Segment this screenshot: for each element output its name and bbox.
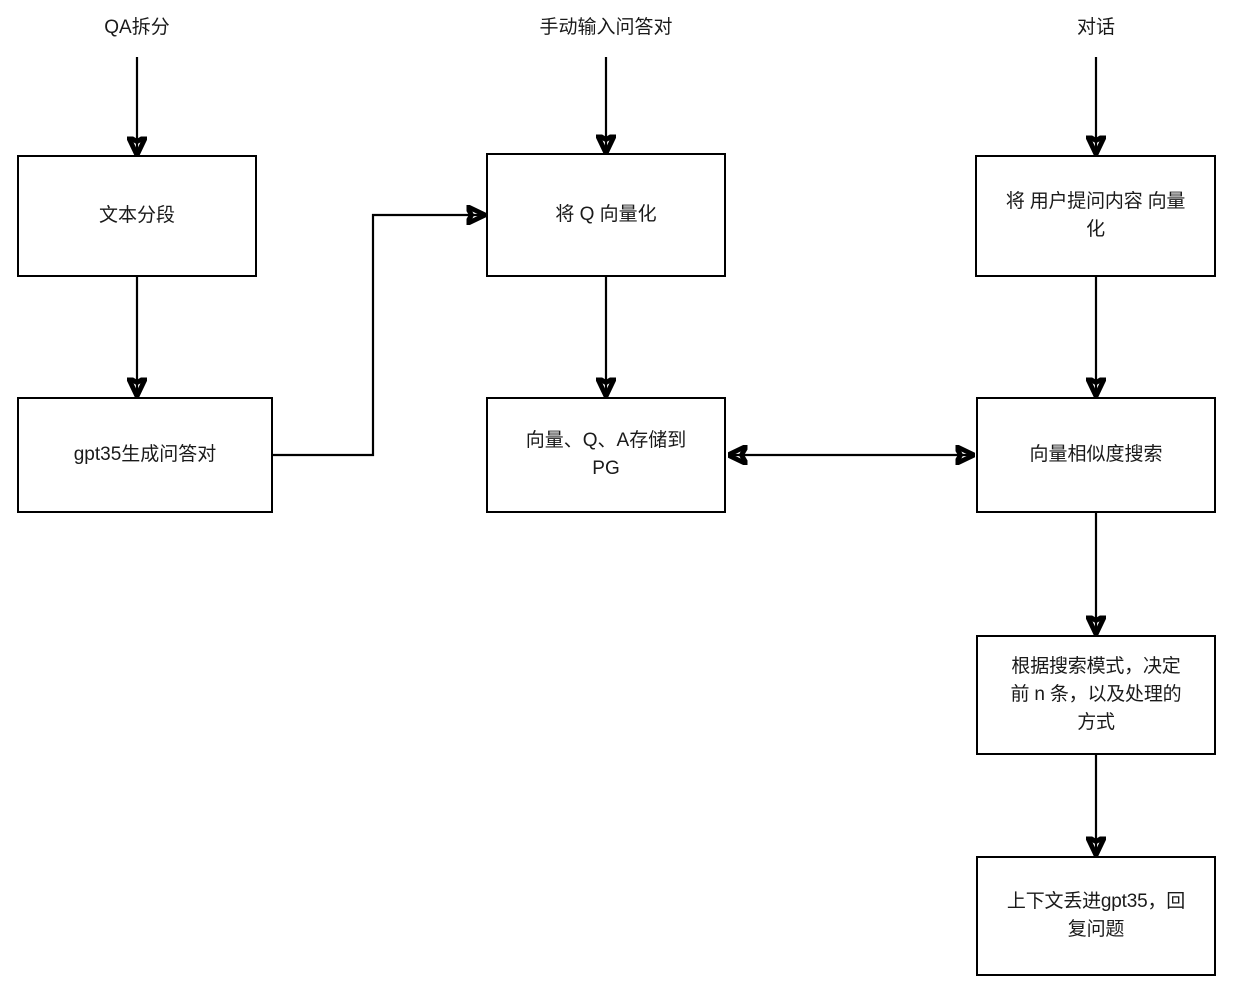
node-gpt35-generate[interactable]: gpt35生成问答对	[17, 397, 273, 513]
node-store-pg[interactable]: 向量、Q、A存储到 PG	[486, 397, 726, 513]
node-vectorize-user[interactable]: 将 用户提问内容 向量 化	[975, 155, 1216, 277]
node-vectorize-q[interactable]: 将 Q 向量化	[486, 153, 726, 277]
node-text-split[interactable]: 文本分段	[17, 155, 257, 277]
edge-gpt35-to-vectorize-q	[273, 215, 483, 457]
caption-dialogue: 对话	[1076, 17, 1116, 38]
node-search-mode[interactable]: 根据搜索模式，决定 前 n 条，以及处理的 方式	[976, 635, 1216, 755]
node-similarity[interactable]: 向量相似度搜索	[976, 397, 1216, 513]
caption-qa-split: QA拆分	[104, 17, 170, 38]
node-answer[interactable]: 上下文丢进gpt35，回 复问题	[976, 856, 1216, 976]
caption-manual-input: 手动输入问答对	[539, 17, 673, 38]
